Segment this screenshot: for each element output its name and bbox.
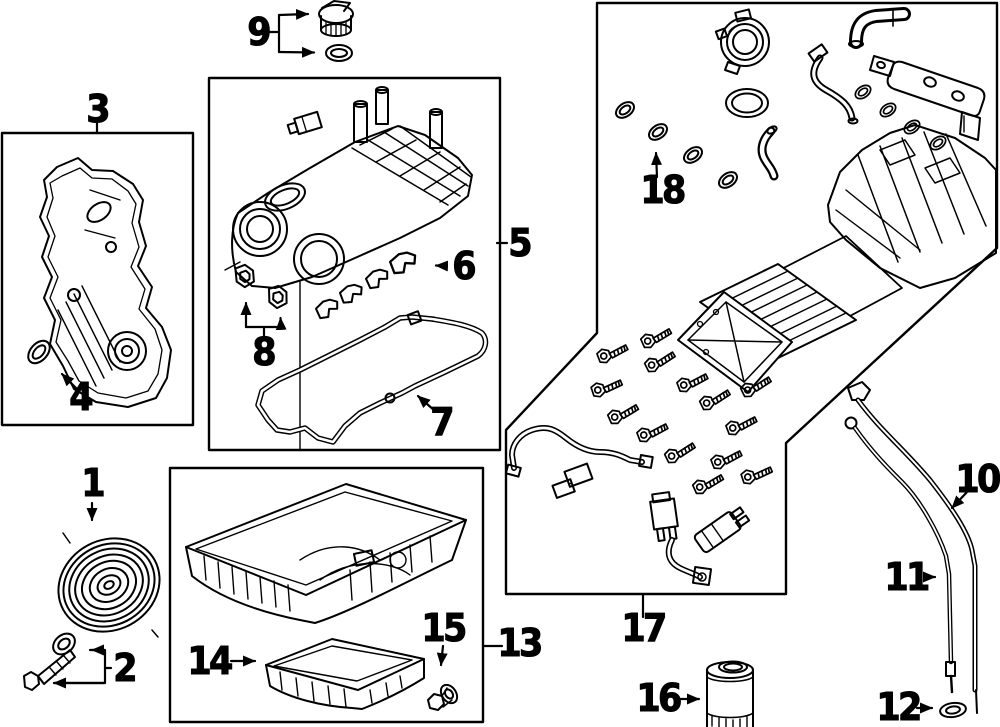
tube-seals-drawing [314,250,418,320]
cap-gasket-drawing [325,44,353,62]
callout-label-12: 12 [876,685,923,727]
callout-arrow-4 [60,372,78,390]
callout-label-11: 11 [884,555,931,599]
kit-plate-drawing [677,291,793,393]
upper-oil-pan-drawing [185,483,467,624]
callout-arrow-9b [277,46,316,58]
dipstick-drawing [844,416,956,694]
callout-bracket-8 [244,325,283,342]
callout-label-10: 10 [955,457,1000,501]
timing-cover-drawing [39,157,172,408]
box-hardware-kit [504,1,999,596]
callout-label-1: 1 [81,461,106,505]
cover-gasket-drawing [255,310,489,445]
callout-arrow-6 [434,260,449,272]
kit-elbow-hose-drawing [848,7,911,49]
valve-cover-drawing [224,86,473,451]
box-oil-pan [168,466,485,724]
callout-label-14: 14 [187,639,234,683]
kit-sensor-drawing [551,462,594,499]
kit-bracket-drawing [869,55,986,141]
kit-curved-hose-drawing [807,43,859,125]
callout-connectors [52,8,969,714]
callout-arrow-18 [651,151,662,179]
kit-round-cap-drawing [714,8,770,75]
dipstick-tube-drawing [847,381,978,714]
callout-label-16: 16 [636,676,683,720]
oil-filter-drawing [706,660,754,727]
callout-label-13: 13 [497,621,544,665]
kit-valve-drawing [693,506,751,554]
front-seal-drawing [27,339,51,365]
callout-label-18: 18 [640,168,687,212]
callout-label-5: 5 [508,221,533,265]
callout-bracket-2 [52,648,113,685]
callout-arrow-10 [950,490,969,510]
box-valve-cover [207,76,502,452]
drain-plug-drawing [427,683,459,711]
kit-canister-drawing [649,491,679,542]
callout-arrow-8b [275,316,287,331]
kit-fuel-line-drawing [504,425,654,478]
callout-arrow-15 [436,644,448,667]
kit-manifold-drawing [827,124,997,289]
kit-hose-fitting-drawing [665,537,713,587]
kit-ring-gasket-drawing [725,88,769,118]
callout-arrow-9a [277,8,310,20]
oil-filler-cap-drawing [318,0,354,37]
callout-bracket-9 [266,13,281,54]
callout-label-4: 4 [69,375,94,419]
callout-label-17: 17 [621,606,668,650]
tube-o-ring-drawing [939,701,967,719]
crank-pulley-drawing [57,532,161,638]
pulley-bolt-drawing [23,649,76,691]
callout-label-15: 15 [421,606,468,650]
callout-label-3: 3 [86,87,111,131]
callout-arrow-7 [416,394,437,413]
cover-sensor-drawing [286,110,323,136]
callout-label-9: 9 [247,10,272,54]
kit-short-pipe-drawing [757,125,779,181]
callout-label-6: 6 [452,244,477,288]
lower-oil-pan-drawing [265,638,425,710]
callout-label-2: 2 [113,646,138,690]
callout-label-7: 7 [430,400,455,444]
callout-label-8: 8 [252,330,277,374]
